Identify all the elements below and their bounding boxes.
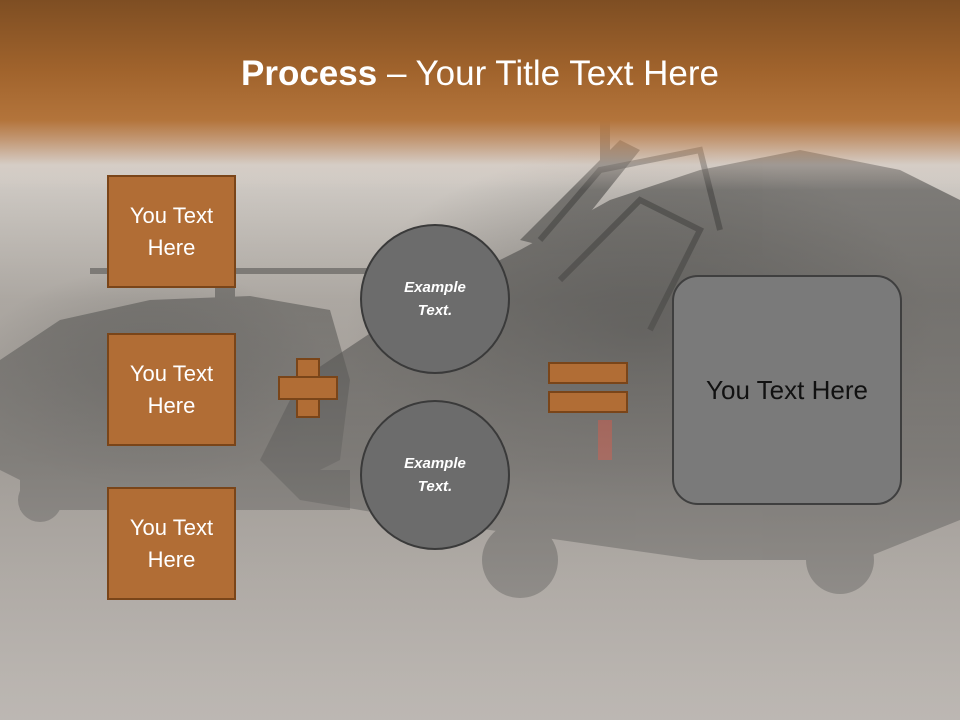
- slide-title: Process – Your Title Text Here: [0, 52, 960, 96]
- equals-bar-bottom: [548, 391, 628, 413]
- text-box-3[interactable]: You Text Here: [107, 487, 236, 600]
- title-bold: Process: [241, 54, 378, 93]
- text-box-1[interactable]: You Text Here: [107, 175, 236, 288]
- plus-center: [298, 378, 318, 398]
- text-box-label: You Text Here: [129, 360, 214, 418]
- text-box-2[interactable]: You Text Here: [107, 333, 236, 446]
- title-rest: – Your Title Text Here: [377, 54, 719, 93]
- equals-bar-top: [548, 362, 628, 384]
- circle-label: Example Text.: [404, 279, 466, 319]
- result-label: You Text Here: [706, 374, 868, 405]
- title-bar: [0, 0, 960, 190]
- example-circle-2[interactable]: Example Text.: [360, 400, 510, 550]
- example-circle-1[interactable]: Example Text.: [360, 224, 510, 374]
- circle-label: Example Text.: [404, 455, 466, 495]
- text-box-label: You Text Here: [129, 202, 214, 260]
- text-box-label: You Text Here: [129, 514, 214, 572]
- result-box[interactable]: You Text Here: [672, 275, 902, 505]
